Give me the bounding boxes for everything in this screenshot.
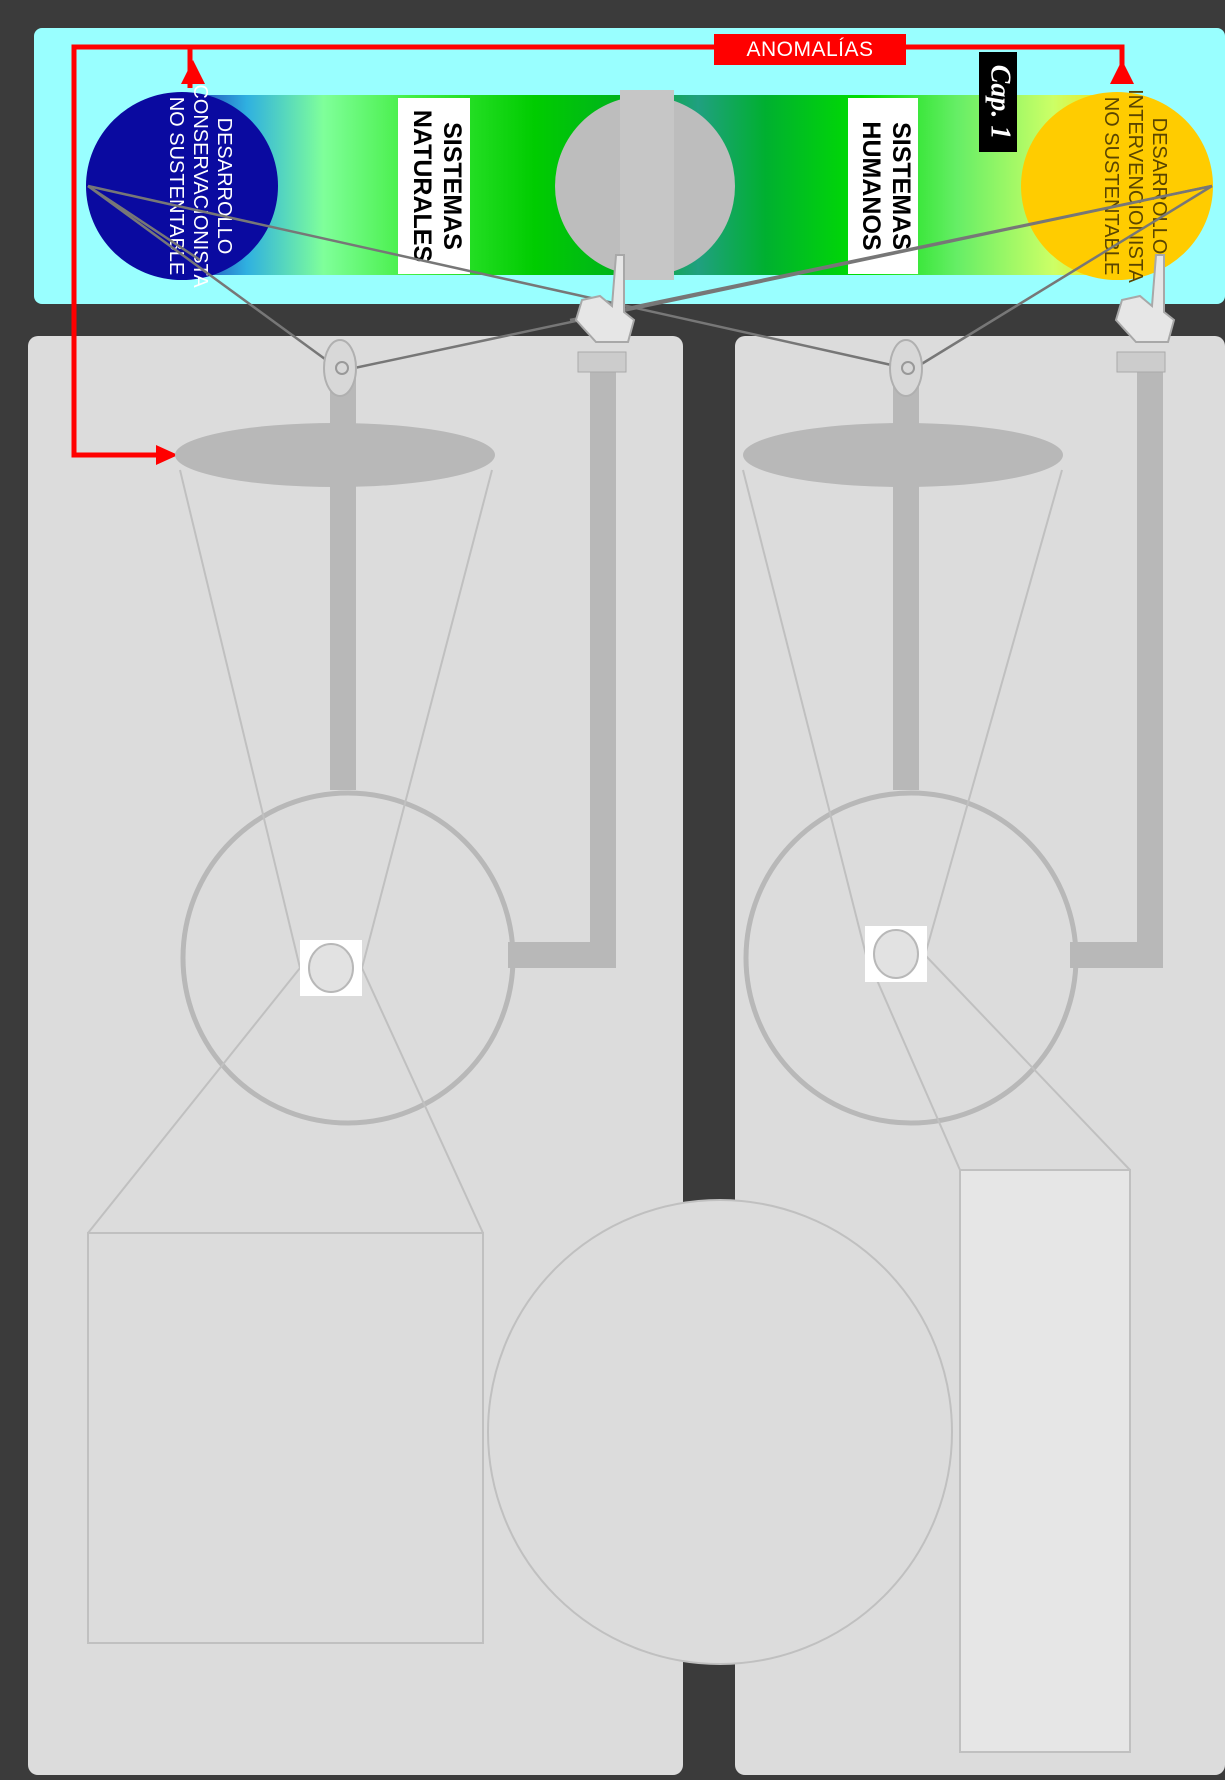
left-eye-icon: [324, 340, 356, 396]
human-systems-line-1: SISTEMAS: [887, 122, 915, 250]
right-disc: [743, 423, 1063, 487]
left-disc: [175, 423, 495, 487]
human-systems-line-2: HUMANOS: [857, 121, 885, 250]
right-eye-icon: [890, 340, 922, 396]
bottom-central-circle: [488, 1200, 952, 1664]
right-pole-line-2: INTERVENCIONISTA: [1124, 89, 1146, 283]
anomalies-label: ANOMALÍAS: [714, 34, 906, 65]
right-tall-box: [960, 1170, 1130, 1752]
left-pole-line-2: CONSERVACIONISTA: [189, 84, 211, 288]
central-gray-bar: [620, 90, 674, 280]
natural-systems-line-2: NATURALES: [408, 110, 436, 262]
chapter-tag: Cap. 1: [985, 65, 1016, 140]
right-pole-line-1: DESARROLLO: [1148, 118, 1170, 255]
left-pole-line-1: DESARROLLO: [213, 118, 235, 255]
natural-systems-line-1: SISTEMAS: [438, 122, 466, 250]
